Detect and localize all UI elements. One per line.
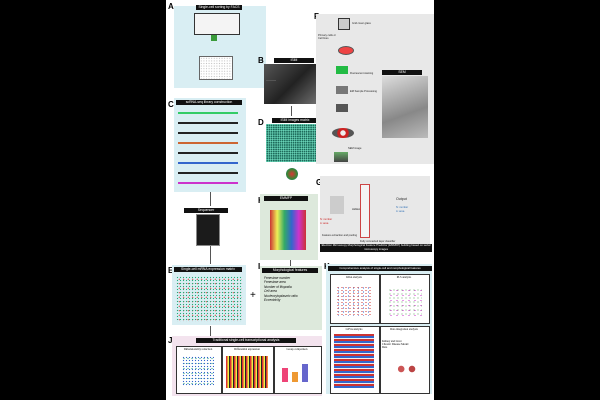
petri-dish-icon — [338, 46, 354, 55]
em-grid-target — [332, 128, 354, 138]
cell-stack-icon — [286, 168, 298, 180]
panel-j-letter: J — [168, 336, 173, 345]
integration-label: Data integration analysis — [390, 328, 418, 331]
figure: A Single-cell sorting by FACS B iSIM C s… — [166, 0, 434, 400]
stained-sample-icon — [336, 66, 348, 74]
panel-j-title: Traditional single-cell transcriptional … — [196, 338, 296, 343]
panel-c-letter: C — [168, 100, 174, 109]
panel-g-caption: Electron Microscopy Morphological Featur… — [320, 244, 432, 252]
panel-e-title: Single-cell mRNA expression matrix — [174, 267, 242, 272]
pls-scatter — [388, 288, 422, 316]
hidden-layer-icon — [360, 184, 370, 238]
integration-plot — [380, 326, 430, 394]
sequencer-title: Sequencer — [184, 208, 228, 213]
fluorescent-staining-label: Fluorescent staining — [350, 72, 374, 75]
facs-machine — [194, 13, 240, 35]
integration-text: Kidney and Liver Chronic Disease Model D… — [382, 340, 409, 349]
groupcomp-label: Group comparison — [286, 348, 308, 351]
g-input-image — [330, 196, 344, 214]
feature-item: Number of filopodia — [264, 284, 292, 289]
nozzle-icon — [211, 35, 217, 41]
em-processing-label: EM Sample Processing — [350, 90, 377, 93]
grid-cover-glass-label: Grid cover glass — [352, 22, 371, 25]
sem-image-stack — [334, 152, 348, 162]
em-sample-icon-2 — [336, 104, 348, 112]
g-input-label-a: A: area — [320, 222, 329, 225]
feature-item: Nucleocytoplasmic ratio — [264, 293, 298, 298]
arrow-seq-to-e — [210, 246, 211, 264]
primary-cells-label: Primary cells or Cell lines — [318, 34, 336, 40]
feature-list: Fenestrae number Fenestrae area Number o… — [264, 276, 322, 302]
arrow-a-to-b — [266, 80, 276, 81]
emmfp-network-cube — [270, 210, 306, 250]
panel-b-letter: B — [258, 56, 264, 65]
panel-i-letter: I — [258, 262, 260, 271]
g-input-label-n: N: number — [320, 218, 333, 221]
panel-d-title: iSIM images matrix — [272, 118, 318, 123]
feature-item: Cell area — [264, 289, 277, 294]
sem-title: SEM — [382, 70, 422, 75]
pls-label: PLS analysis — [396, 276, 412, 279]
gsva-heatmap — [334, 334, 374, 388]
plate-96-well — [199, 56, 233, 80]
panel-c-background — [174, 98, 246, 192]
plus-sign: + — [250, 290, 256, 301]
box-2 — [292, 372, 298, 382]
sem-image-label: SEM image — [348, 147, 362, 150]
panel-a-title: Single-cell sorting by FACS — [196, 5, 242, 10]
gsva-label: GSVA analysis — [345, 328, 363, 331]
output-label: Output — [396, 197, 407, 201]
arrow-c-down — [210, 192, 211, 206]
panel-d-letter: D — [258, 118, 264, 127]
panel-h-title: EMMFP — [264, 196, 308, 201]
panel-e-letter: E — [168, 266, 174, 275]
panel-b-title: iSIM — [274, 58, 314, 63]
sem-photo — [382, 76, 428, 138]
kda-scatter — [336, 286, 372, 316]
panel-a-letter: A — [168, 2, 174, 11]
panel-k-title: Comprehensive analysis of single-cell an… — [328, 266, 432, 271]
hidden-layer-label: Hidden — [352, 208, 361, 211]
arrow-b-to-d — [291, 106, 292, 116]
arrow-e-to-j — [210, 326, 211, 336]
isim-photo — [264, 64, 322, 104]
sequencer-icon — [196, 214, 220, 246]
output-item-a: A: area — [396, 210, 405, 213]
panel-c-title: scRNA-seq library construction — [176, 100, 242, 105]
dimred-scatter — [182, 356, 214, 386]
diffexp-heatmap — [226, 356, 268, 388]
box-3 — [302, 364, 308, 382]
feature-item: Fenestrae area — [264, 280, 286, 285]
expression-matrix — [176, 276, 242, 322]
dimred-label: Dimensionality reduction — [183, 348, 213, 351]
feature-extraction-label: Feature extraction and pooling — [322, 234, 358, 237]
output-item-n: N: number — [396, 206, 409, 209]
organ-icons — [394, 364, 418, 374]
grid-cover-glass-icon — [338, 18, 350, 30]
panel-i-title: Morphological features — [262, 268, 318, 273]
arrow-h-to-i — [290, 260, 291, 266]
fc-classifier-label: Fully connected layer classifier — [360, 240, 396, 243]
feature-item: Fenestrae number — [264, 276, 291, 280]
diffexp-label: Differential expression — [234, 348, 260, 351]
em-sample-icon — [336, 86, 348, 94]
panel-g-letter: G — [316, 178, 322, 187]
library-steps — [178, 110, 242, 188]
kda-label: KDA analysis — [346, 276, 362, 279]
panel-i-background — [260, 266, 322, 330]
box-1 — [282, 368, 288, 382]
feature-item: Eccentricity — [264, 298, 281, 303]
